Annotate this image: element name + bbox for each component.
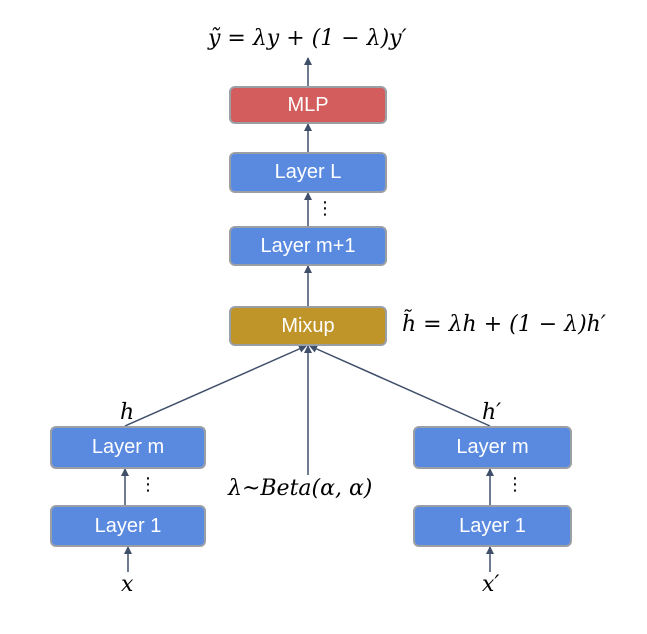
mixup-box: Mixup: [229, 306, 387, 346]
ellipsis-left: ⋮: [139, 474, 157, 495]
right-layer-m-box: Layer m: [413, 426, 572, 469]
output-formula: ỹ = λy + (1 − λ)y′: [208, 26, 407, 51]
mixed-hidden-formula: h̃ = λh + (1 − λ)h′: [402, 312, 606, 337]
ellipsis-top: ⋮: [316, 198, 334, 219]
left-layer-1-box: Layer 1: [50, 505, 206, 547]
ellipsis-right: ⋮: [506, 474, 524, 495]
lambda-formula: λ~Beta(α, α): [228, 476, 373, 501]
right-x-prime-label: x′: [482, 572, 500, 597]
left-layer-m-box: Layer m: [50, 426, 206, 469]
arrow-right-h-to-mixup: [309, 345, 491, 427]
right-layer-1-box: Layer 1: [413, 505, 572, 547]
layer-l-box: Layer L: [229, 152, 387, 193]
layer-m1-box: Layer m+1: [229, 226, 387, 266]
arrow-left-h-to-mixup: [124, 345, 307, 427]
mlp-box: MLP: [229, 86, 387, 124]
left-h-label: h: [120, 400, 135, 425]
right-h-prime-label: h′: [482, 400, 502, 425]
left-x-label: x: [121, 572, 134, 597]
